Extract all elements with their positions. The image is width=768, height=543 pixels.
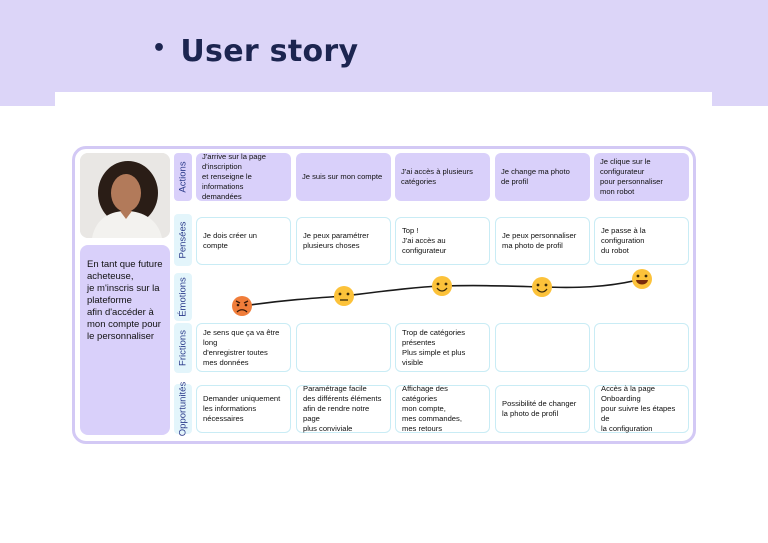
header-divider xyxy=(55,92,712,106)
emotion-happy-icon xyxy=(432,276,452,296)
title-bullet: • xyxy=(152,36,167,61)
action-card: Je change ma photo de profil xyxy=(495,153,590,201)
action-card: Je suis sur mon compte xyxy=(296,153,391,201)
opportunite-card: Possibilité de changer la photo de profi… xyxy=(495,385,590,433)
emotion-happy-icon xyxy=(532,277,552,297)
pensee-card: Top ! J'ai accès au configurateur xyxy=(395,217,490,265)
emotion-neutral-icon xyxy=(334,286,354,306)
row-label-pensees: Pensées xyxy=(174,214,192,266)
opportunite-card: Affichage des catégories mon compte, mes… xyxy=(395,384,490,433)
emotion-upset-icon xyxy=(232,296,252,316)
action-card: J'arrive sur la page d'inscription et re… xyxy=(196,152,291,201)
row-label-actions: Actions xyxy=(174,153,192,201)
opportunite-card: Accès à la page Onboarding pour suivre l… xyxy=(594,384,689,433)
page-title: • User story xyxy=(152,34,358,69)
emotion-curve xyxy=(232,269,652,316)
header-band xyxy=(0,0,768,106)
persona-statement: En tant que future acheteuse, je m'inscr… xyxy=(80,245,170,435)
friction-card xyxy=(594,323,689,372)
opportunite-card: Demander uniquement les informations néc… xyxy=(196,385,291,433)
row-label-opportunites: Opportunités xyxy=(174,382,192,436)
pensee-card: Je peux personnaliser ma photo de profil xyxy=(495,217,590,265)
persona-photo xyxy=(80,153,170,238)
row-label-emotions: Émotions xyxy=(174,273,192,321)
opportunite-card: Paramétrage facile des différents élémen… xyxy=(296,384,391,433)
friction-card: Je sens que ça va être long d'enregistre… xyxy=(196,323,291,372)
title-text: User story xyxy=(180,34,359,69)
action-card: Je clique sur le configurateur pour pers… xyxy=(594,153,689,201)
emotion-very-happy-icon xyxy=(632,269,652,289)
friction-card xyxy=(495,323,590,372)
friction-card xyxy=(296,323,391,372)
friction-card: Trop de catégories présentes Plus simple… xyxy=(395,323,490,372)
pensee-card: Je passe à la configuration du robot xyxy=(594,217,689,265)
row-label-frictions: Frictions xyxy=(174,323,192,373)
pensee-card: Je peux paramétrer plusieurs choses xyxy=(296,217,391,265)
pensee-card: Je dois créer un compte xyxy=(196,217,291,265)
action-card: J'ai accès à plusieurs catégories xyxy=(395,153,490,201)
